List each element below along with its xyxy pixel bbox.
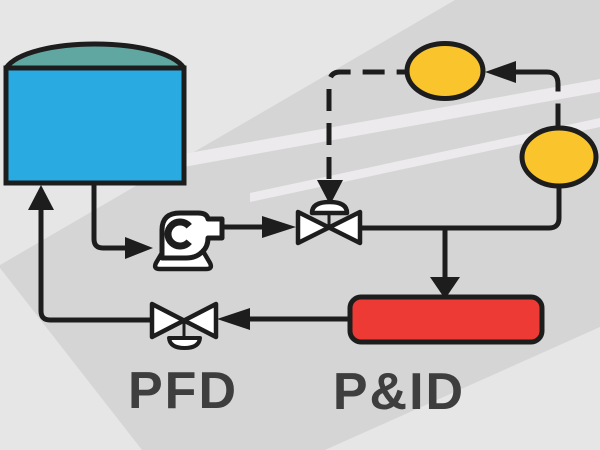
tank-body <box>3 65 187 186</box>
tank-dome <box>3 41 187 71</box>
arrowhead-into-control-valve <box>262 216 296 238</box>
bubble2-to-junction-line <box>445 187 562 231</box>
manual-valve-dish <box>167 336 202 350</box>
arrowhead-into-pump <box>125 237 153 259</box>
signal-line-bubble1-to-valve <box>326 69 406 179</box>
process-vessel <box>347 294 545 345</box>
label-pid: P&ID <box>333 363 465 421</box>
return-line-to-tank <box>38 210 151 323</box>
instrument-bubble-1 <box>404 41 486 101</box>
storage-tank <box>3 41 187 186</box>
instrument-bubble-2 <box>519 125 599 189</box>
control-valve-body <box>295 209 363 246</box>
arrowhead-into-bubble1 <box>485 61 516 83</box>
centrifugal-pump-icon <box>152 210 225 272</box>
manual-valve-icon <box>149 301 219 350</box>
manual-valve-body <box>149 301 219 340</box>
background-swoosh-bottom-left <box>0 268 142 450</box>
valve-actuator-dome <box>309 199 350 216</box>
control-valve-icon <box>295 199 363 246</box>
label-pfd: PFD <box>128 362 238 420</box>
arrowhead-into-vessel <box>430 277 460 299</box>
background-stripe-1 <box>150 79 600 173</box>
signal-line-bubble2-to-bubble1 <box>546 69 561 128</box>
pump-impeller-swirl <box>164 218 192 250</box>
tank-outlet-line <box>91 181 125 251</box>
arrowhead-into-manual-valve <box>217 308 250 330</box>
background-swoosh-bottom-right <box>325 327 600 450</box>
arrowhead-signal-into-actuator <box>317 180 343 205</box>
arrowhead-into-tank <box>28 185 54 210</box>
